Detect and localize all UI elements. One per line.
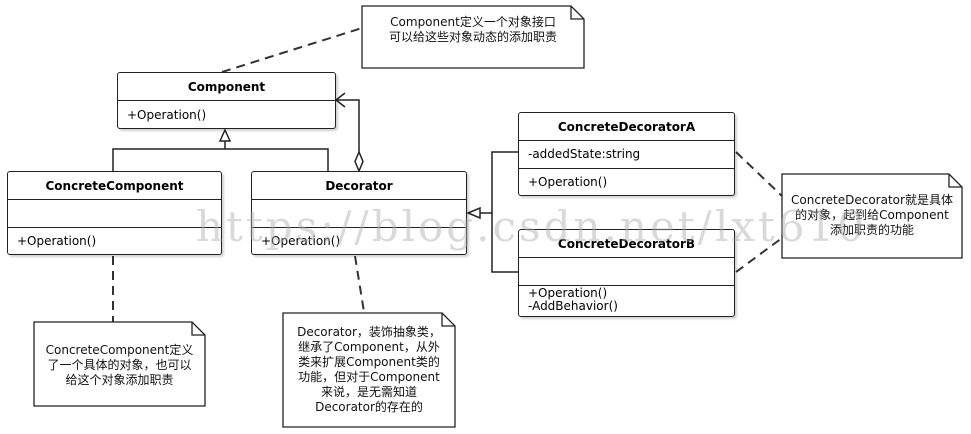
class-attributes: -addedState:string	[519, 141, 734, 169]
class-name: ConcreteComponent	[8, 172, 221, 200]
class-component: Component +Operation()	[117, 72, 336, 129]
class-operations: +Operation()	[261, 234, 341, 248]
note-text: ConcreteComponent定义 了一个具体的对象，也可以 给这个对象添加…	[45, 343, 194, 387]
note-text: ConcreteDecorator就是具体 的对象，起到给Component 添…	[791, 193, 953, 237]
note-anchor-concrete-decorator-a	[735, 151, 783, 197]
note-shape	[282, 312, 456, 428]
class-name: ConcreteDecoratorB	[519, 230, 734, 258]
aggregation-diamond-decorator	[354, 150, 364, 173]
note-anchor-concrete-decorator-b	[735, 237, 783, 273]
class-name: Decorator	[252, 172, 466, 200]
note-anchor-decorator	[354, 255, 365, 313]
operation-item: +Operation()	[528, 286, 608, 300]
note-text: Decorator，装饰抽象类， 继承了Component，从外 类来扩展Com…	[297, 325, 441, 414]
class-concrete-decorator-a: ConcreteDecoratorA -addedState:string +O…	[518, 112, 735, 196]
note-text: Component定义一个对象接口 可以给这些对象动态的添加职责	[388, 15, 557, 44]
operation-item: -AddBehavior()	[528, 299, 618, 313]
inheritance-arrowhead-component	[218, 128, 232, 142]
inheritance-line-concrete-decorator-b	[491, 213, 518, 273]
class-concrete-decorator-b: ConcreteDecoratorB +Operation() -AddBeha…	[518, 229, 735, 317]
class-attributes	[519, 258, 734, 286]
note-decorator: Decorator，装饰抽象类， 继承了Component，从外 类来扩展Com…	[282, 312, 456, 428]
note-shape	[361, 5, 585, 69]
class-name: ConcreteDecoratorA	[519, 113, 734, 141]
class-operations: +Operation()	[528, 175, 608, 189]
inheritance-line-decorator	[225, 148, 329, 171]
note-component: Component定义一个对象接口 可以给这些对象动态的添加职责	[361, 5, 585, 69]
note-shape	[33, 321, 206, 407]
inheritance-arrowhead-decorator	[466, 206, 481, 220]
aggregation-arrow-component	[334, 92, 346, 108]
class-operations: +Operation()	[127, 108, 207, 122]
aggregation-line-decorator-component	[336, 99, 360, 152]
note-concrete-decorator: ConcreteDecorator就是具体 的对象，起到给Component 添…	[781, 173, 963, 259]
class-name: Component	[118, 73, 335, 101]
inheritance-line-concrete-decorator-a	[480, 151, 518, 214]
note-anchor-component	[221, 27, 363, 73]
class-concrete-component: ConcreteComponent +Operation()	[7, 171, 222, 255]
class-decorator: Decorator +Operation()	[251, 171, 467, 255]
inheritance-line-concrete-component	[112, 148, 225, 171]
class-attributes	[252, 200, 466, 228]
class-operations: +Operation() -AddBehavior()	[519, 286, 734, 316]
note-concrete-component: ConcreteComponent定义 了一个具体的对象，也可以 给这个对象添加…	[33, 321, 206, 407]
class-operations: +Operation()	[17, 234, 97, 248]
note-shape	[781, 173, 963, 259]
class-attributes	[8, 200, 221, 228]
